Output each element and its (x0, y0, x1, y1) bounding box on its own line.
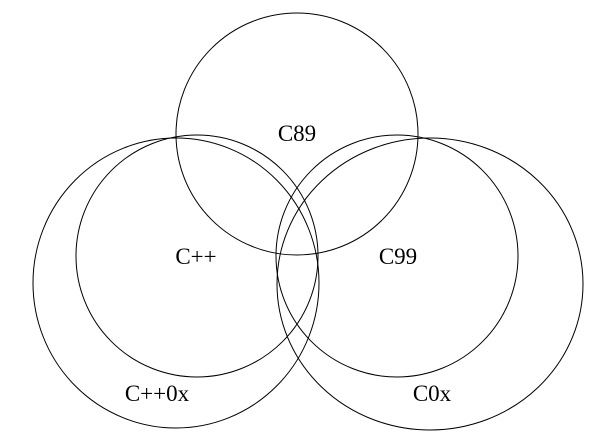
set-c0x-circle (276, 137, 584, 431)
set-c89-label: C89 (278, 121, 316, 146)
set-cpp0x-label: C++0x (125, 381, 190, 406)
set-cpp0x-circle (32, 137, 320, 429)
set-c99-circle (275, 134, 519, 378)
set-c99-label: C99 (379, 244, 417, 269)
set-cpp-circle (75, 134, 319, 378)
set-c0x-label: C0x (413, 381, 452, 406)
set-cpp-label: C++ (175, 244, 216, 269)
set-c89-circle (175, 12, 419, 256)
